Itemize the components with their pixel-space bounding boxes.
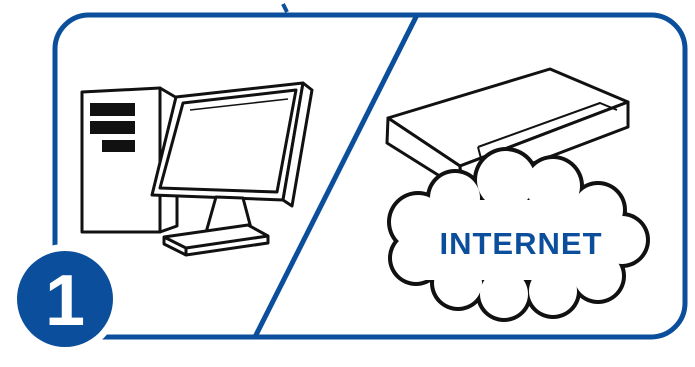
cloud-label: INTERNET xyxy=(440,226,603,261)
step-badge: 1 xyxy=(10,244,120,354)
computer-monitor xyxy=(152,83,312,255)
cloud-icon: INTERNET xyxy=(387,147,650,322)
top-tick-mark xyxy=(283,4,287,12)
desktop-computer-icon xyxy=(82,83,312,255)
step-number: 1 xyxy=(45,261,85,341)
